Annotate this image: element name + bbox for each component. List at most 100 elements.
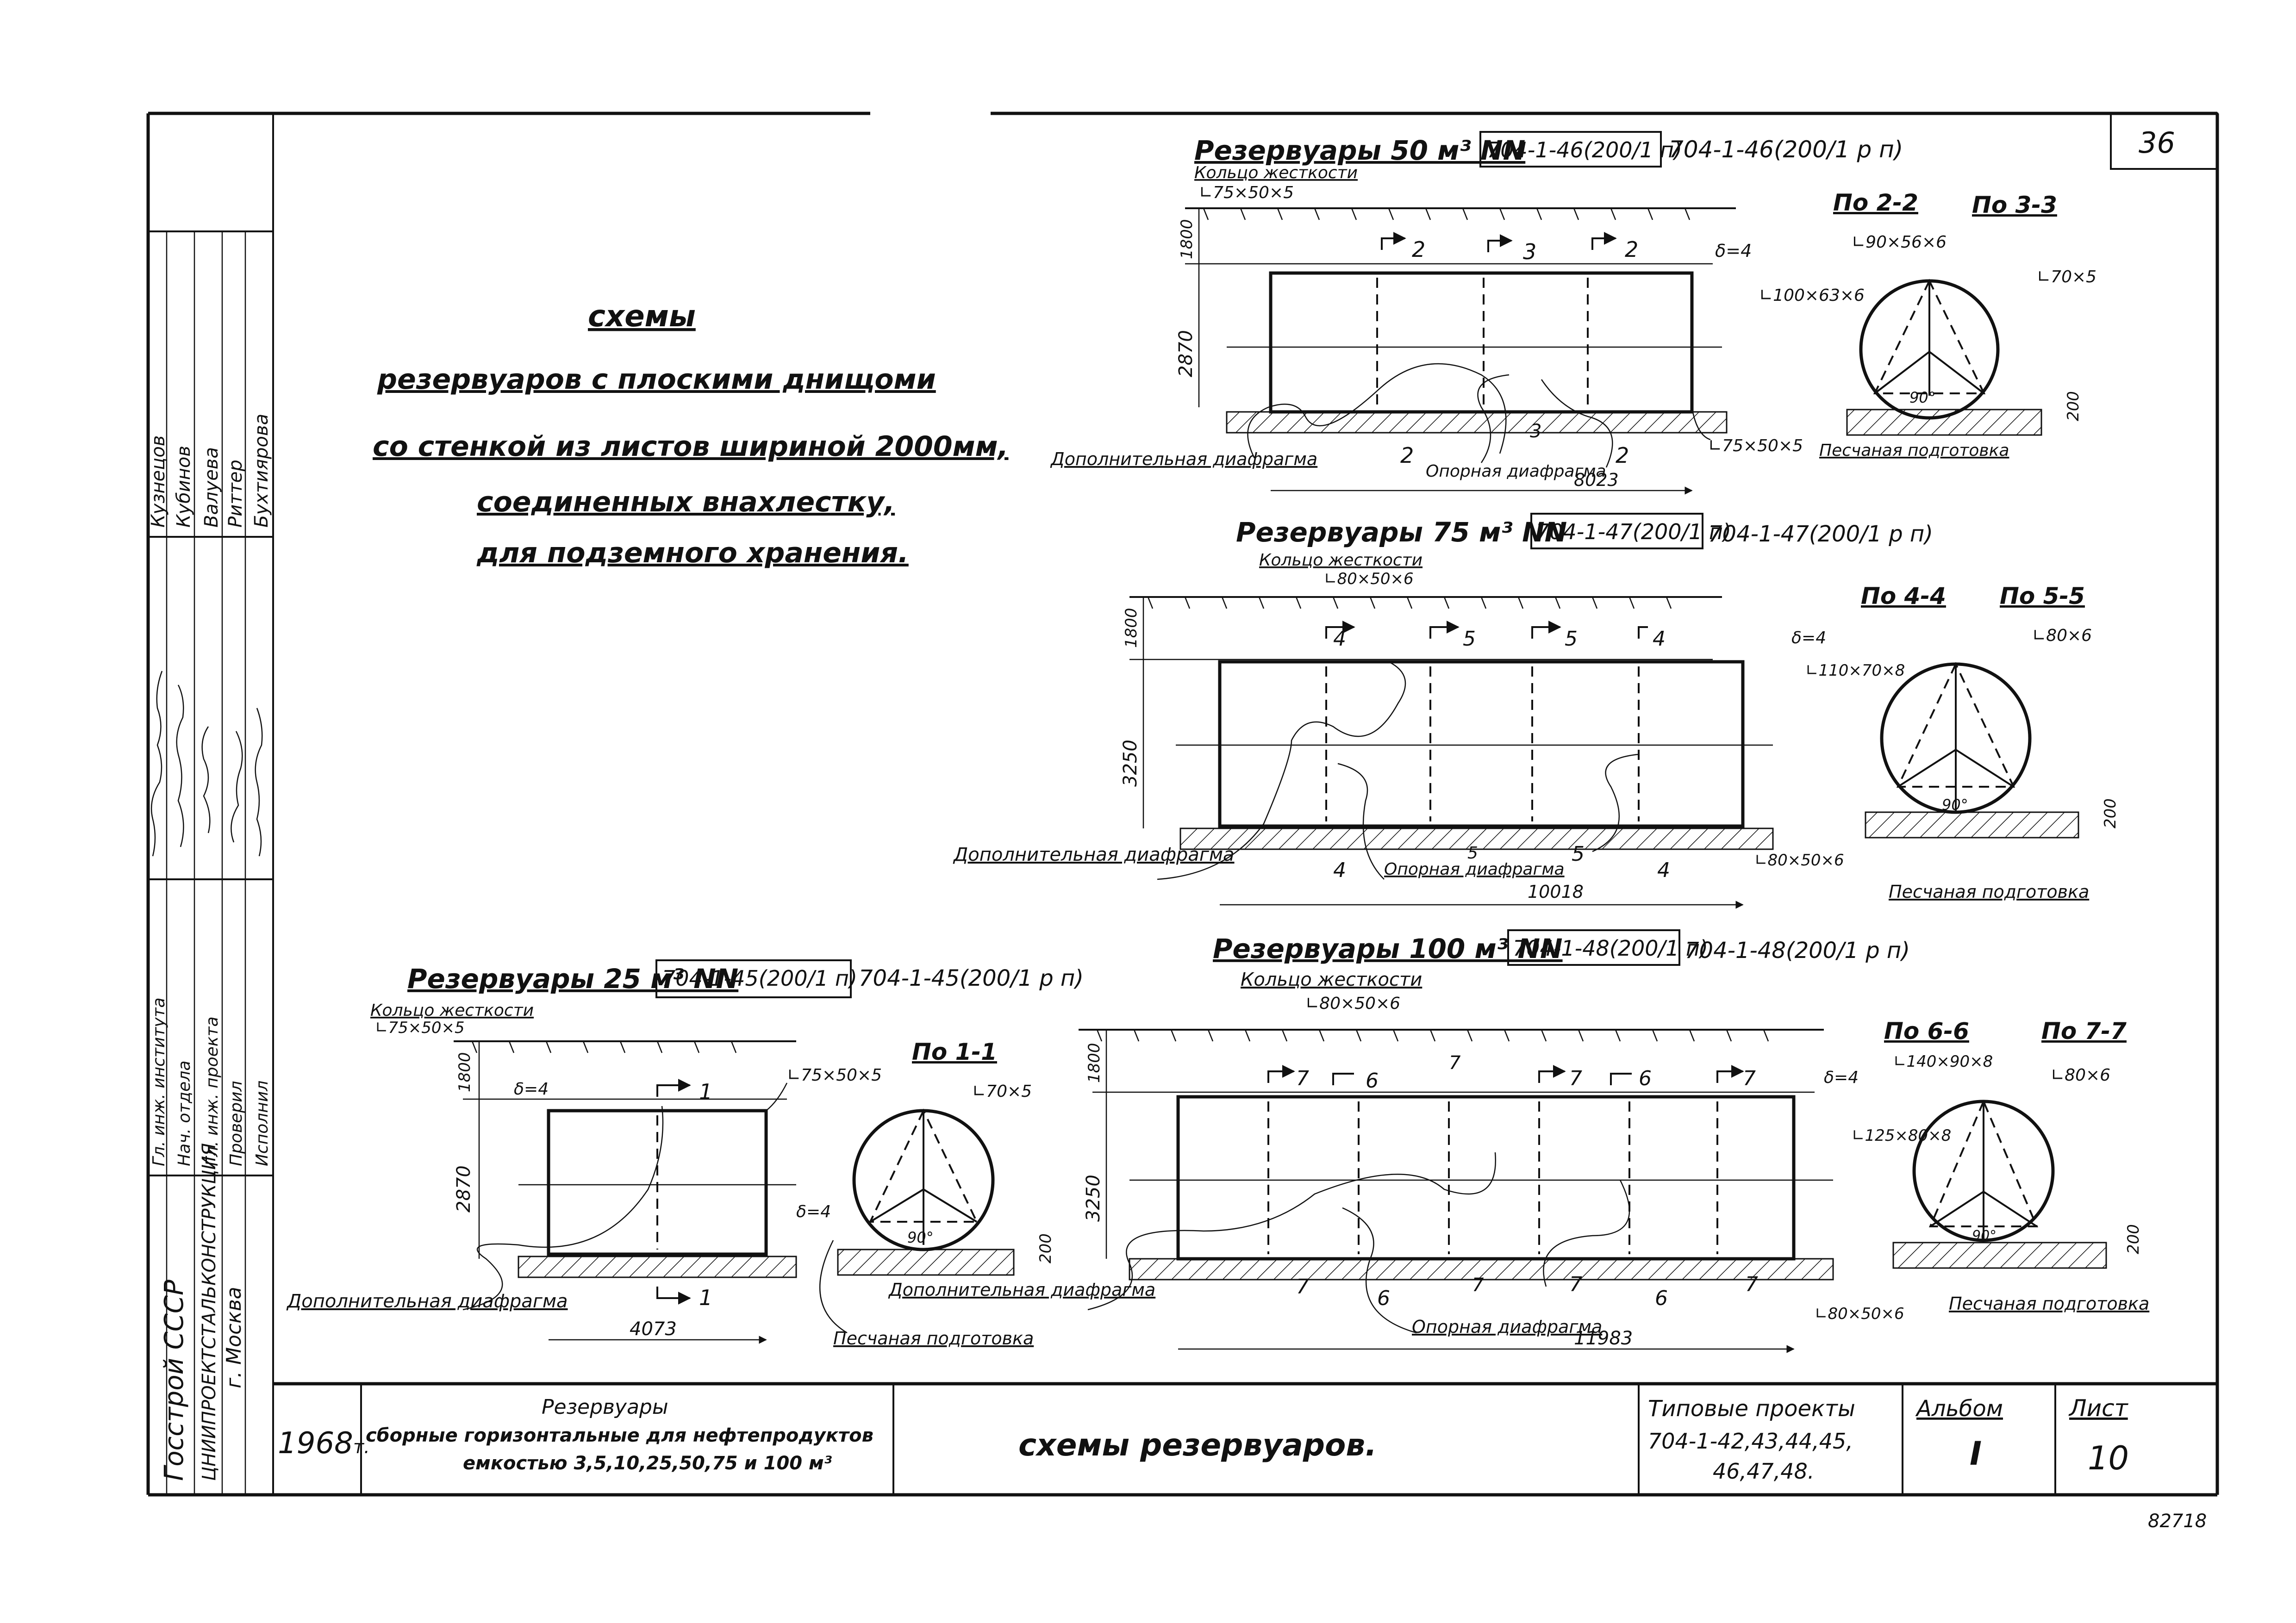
tank50-support-diaphragm: Опорная диафрагма	[1426, 462, 1606, 481]
tb-album-label: Альбом	[1915, 1396, 2003, 1422]
tank50-h-main: 2870	[1175, 330, 1197, 377]
tank75-cut-3: 5	[1565, 627, 1578, 651]
tank75-ring-profile: ∟80×50×6	[1324, 570, 1414, 588]
tank25-section-base	[837, 1249, 1015, 1276]
stamp-role-5: Исполнил	[253, 1081, 272, 1166]
tank50-sec-p3: ∟70×5	[2037, 267, 2096, 286]
title-block	[273, 1382, 2217, 1495]
tank100-thickness: δ=4	[1824, 1068, 1859, 1087]
tank100-h-upper: 1800	[1085, 1043, 1104, 1083]
tank100-sec-p3: ∟80×6	[2051, 1066, 2110, 1085]
tank75-cut-8: 4	[1657, 858, 1670, 882]
tank25-sand: Песчаная подготовка	[833, 1328, 1034, 1349]
tank100-support-diaphragm: Опорная диафрагма	[1412, 1317, 1602, 1337]
title-line-1: схемы	[588, 299, 696, 334]
tank100-sec-a: По 6-6	[1884, 1018, 1969, 1045]
tank75-h-upper: 1800	[1122, 608, 1141, 648]
tank-50-diagram: Резервуары 50 м³ NN 704-1-46(200/1 п) 70…	[1050, 131, 2096, 495]
tank50-sand: Песчаная подготовка	[1819, 441, 2009, 460]
tank25-base-h: 200	[1036, 1233, 1055, 1263]
tank100-cut-6: 7	[1743, 1067, 1756, 1090]
tank50-cut-6: 2	[1616, 443, 1629, 468]
tank100-length: 11983	[1574, 1328, 1633, 1349]
tb-sheet-value: 10	[2088, 1439, 2129, 1477]
tank25-angle: 90°	[907, 1229, 934, 1246]
tank25-support-profile: ∟75×50×5	[787, 1066, 882, 1085]
stamp-org-gosstroy: Госстрой СССР	[159, 1280, 189, 1481]
tank75-sec-p2: ∟80×6	[2032, 626, 2092, 645]
tank25-cut-1: 1	[699, 1079, 712, 1104]
tank100-base-h: 200	[2124, 1224, 2143, 1254]
tank100-cut-8: 6	[1377, 1287, 1390, 1310]
stamp-role-3: Гл. инж. проекта	[203, 1016, 222, 1166]
tank75-support-profile: ∟80×50×6	[1754, 851, 1844, 870]
signatures	[150, 671, 263, 857]
tb-drawing-title: схемы резервуаров.	[1018, 1427, 1377, 1463]
tank100-sec-b: По 7-7	[2041, 1018, 2127, 1045]
title-line-2: резервуаров с плоскими днищоми	[377, 363, 936, 396]
main-title: схемы резервуаров с плоскими днищоми со …	[373, 299, 1008, 569]
stamp-name-1: Кузнецов	[148, 435, 169, 528]
tank100-cut-5: 6	[1639, 1067, 1652, 1090]
tank50-length: 8023	[1574, 470, 1619, 490]
tank50-h-upper: 1800	[1178, 219, 1196, 259]
tank50-sec-b: По 3-3	[1972, 192, 2057, 218]
tank50-cut-3: 2	[1625, 237, 1638, 262]
tank75-thickness: δ=4	[1791, 628, 1826, 647]
tank25-code-boxed: 704-1-45(200/1 п)	[662, 966, 857, 991]
tank75-sand: Песчаная подготовка	[1889, 882, 2089, 902]
tank75-heading: Резервуары 75 м³ NN	[1236, 516, 1567, 548]
tank25-length: 4073	[630, 1318, 677, 1340]
tank25-ring-label: Кольцо жесткости	[370, 1001, 534, 1020]
tank100-cut-2: 6	[1366, 1069, 1379, 1093]
inventory-number: 82718	[2148, 1511, 2207, 1532]
tank75-extra-diaphragm: Дополнительная диафрагма	[953, 844, 1235, 865]
tank100-heading: Резервуары 100 м³ NN	[1213, 933, 1563, 964]
tank100-foundation	[1129, 1258, 1834, 1281]
tank75-sec-a: По 4-4	[1861, 583, 1946, 609]
tank50-sec-p2: ∟100×63×6	[1759, 286, 1865, 305]
tank100-extra-diaphragm: Дополнительная диафрагма	[888, 1280, 1155, 1300]
tb-album-value: I	[1970, 1435, 1982, 1473]
tank25-extra-diaphragm: Дополнительная диафрагма	[286, 1291, 568, 1312]
tank50-cut-2: 3	[1523, 239, 1536, 264]
tb-sheet-label: Лист	[2068, 1395, 2129, 1422]
tank75-support-diaphragm: Опорная диафрагма	[1384, 860, 1565, 879]
tank50-sec-a: По 2-2	[1833, 189, 1918, 216]
stamp-name-2: Кубинов	[173, 446, 194, 528]
tank100-cut-11: 6	[1655, 1287, 1668, 1310]
tank100-cut-3: 7	[1449, 1052, 1461, 1074]
tank100-angle: 90°	[1972, 1228, 1997, 1244]
tank25-thickness-2: δ=4	[796, 1202, 831, 1221]
tank50-support-profile: ∟75×50×5	[1708, 436, 1803, 455]
tank100-sec-p1: ∟140×90×8	[1893, 1052, 1993, 1071]
tank25-code-box	[655, 959, 852, 998]
tank75-code-boxed: 704-1-47(200/1 п)	[1536, 519, 1731, 544]
tank25-code-plain: 704-1-45(200/1 р п)	[859, 965, 1084, 991]
tank100-sec-p2: ∟125×80×8	[1852, 1126, 1951, 1145]
tank75-length: 10018	[1528, 882, 1584, 902]
tank75-cut-1: 4	[1333, 627, 1346, 651]
tank50-thickness: δ=4	[1715, 241, 1752, 261]
tb-projects-2: 46,47,48.	[1713, 1459, 1814, 1484]
tank25-h-main: 2870	[453, 1165, 474, 1213]
tank50-angle: 90°	[1909, 389, 1936, 406]
stamp-role-1: Гл. инж. института	[150, 997, 168, 1166]
tank100-support-profile: ∟80×50×6	[1815, 1305, 1904, 1323]
tank25-heading: Резервуары 25 м³ NN	[407, 963, 738, 995]
tank75-section-base	[1865, 811, 2079, 839]
tank75-sec-b: По 5-5	[2000, 583, 2085, 609]
stamp-role-2: Нач. отдела	[175, 1061, 194, 1166]
tank75-h-main: 3250	[1120, 740, 1141, 787]
tank25-sec-p1: ∟70×5	[972, 1082, 1032, 1101]
tank50-heading: Резервуары 50 м³ NN	[1194, 135, 1525, 166]
tank25-h-upper: 1800	[455, 1052, 474, 1092]
side-stamp: Госстрой СССР ЦНИИПРОЕКТСТАЛЬКОНСТРУКЦИЯ…	[148, 414, 272, 1481]
stamp-name-4: Риттер	[225, 460, 246, 528]
tank50-section-base	[1846, 409, 2042, 436]
tank25-sec-a: По 1-1	[912, 1038, 997, 1065]
tank75-base-h: 200	[2101, 798, 2120, 828]
tank50-foundation	[1226, 411, 1728, 434]
tank50-cut-4: 2	[1400, 443, 1414, 468]
tank75-cut-2: 5	[1463, 627, 1476, 651]
